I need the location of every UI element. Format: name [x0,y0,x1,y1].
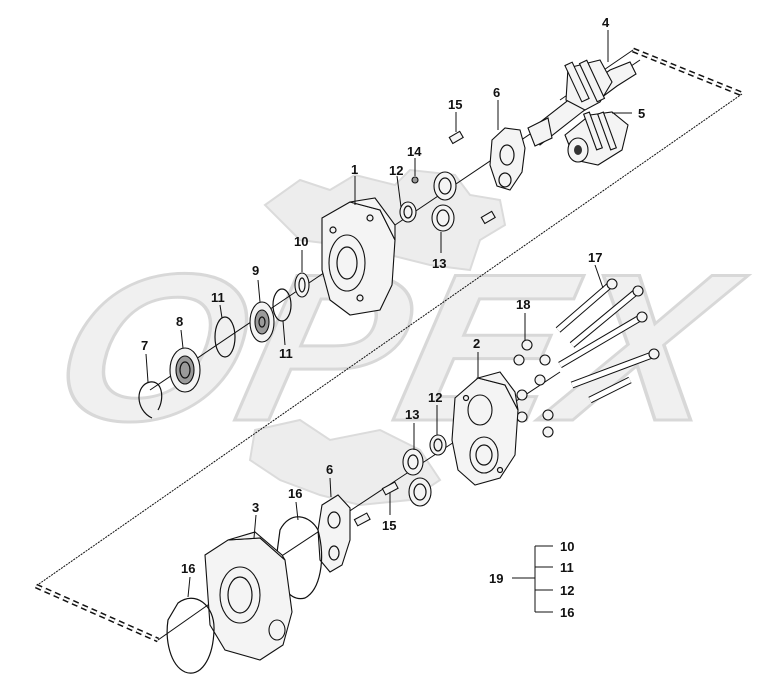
callout-6-lower: 6 [326,462,333,477]
through-bolts [555,278,660,404]
kit-item-12: 12 [560,583,574,598]
shaft-seal-carrier [249,301,275,343]
driven-gear [564,111,629,166]
callout-16-upper: 16 [288,486,302,501]
callout-7: 7 [141,338,148,353]
callout-1: 1 [351,162,358,177]
callout-8: 8 [176,314,183,329]
drive-gear-shaft [527,59,637,147]
kit-item-16: 16 [560,605,574,620]
callout-16-lower: 16 [181,561,195,576]
callout-18: 18 [516,297,530,312]
callout-2: 2 [473,336,480,351]
small-pin [411,176,419,184]
callout-15-upper: 15 [448,97,462,112]
callout-6-upper: 6 [493,85,500,100]
retaining-ring [138,381,163,419]
wear-plate-lower [317,494,351,573]
seal-lower [429,434,447,456]
seal-upper [399,201,417,223]
watermark: OPEX [35,168,757,507]
dowel-pin-lower [353,481,399,527]
needle-bearing-lower [402,448,432,507]
callout-17: 17 [588,250,602,265]
dowel-pin-upper [448,130,496,225]
rear-cover [204,531,293,661]
callout-12-lower: 12 [428,390,442,405]
backup-ring-upper [294,272,310,298]
callout-13-upper: 13 [432,256,446,271]
callout-15-lower: 15 [382,518,396,533]
o-ring-upper-left [214,316,236,358]
wear-plate-upper [489,127,526,191]
callouts: 4 5 15 6 14 1 12 10 9 13 11 8 7 11 17 18… [141,15,645,620]
front-housing [321,197,396,316]
kit-item-11: 11 [560,560,574,575]
callout-10-upper: 10 [294,234,308,249]
washers [513,339,554,438]
callout-13-lower: 13 [405,407,419,422]
callout-14: 14 [407,144,422,159]
callout-4: 4 [602,15,610,30]
gasket-seal-lower [166,597,215,674]
needle-bearing-upper [431,171,457,232]
o-ring-upper-right [272,288,292,322]
ball-bearing [169,347,201,393]
leader-lines [145,30,632,613]
kit-label: 19 [489,571,503,586]
callout-5: 5 [638,106,645,121]
kit-item-10: 10 [560,539,574,554]
callout-12-upper: 12 [389,163,403,178]
callout-3: 3 [252,500,259,515]
callout-11-upper-left: 11 [211,290,225,305]
center-body [451,371,519,486]
callout-9: 9 [252,263,259,278]
watermark-text: OPEX [36,230,757,464]
callout-11-upper-right: 11 [279,346,293,361]
